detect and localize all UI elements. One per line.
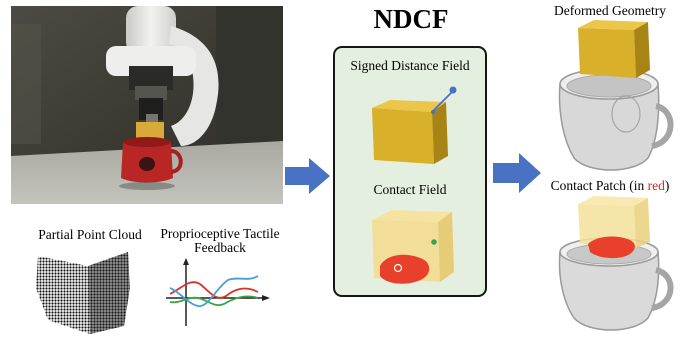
contact-field-label: Contact Field	[373, 182, 447, 197]
contact-cube2-top	[578, 196, 648, 206]
sdf-cube-front	[372, 108, 434, 164]
contact-cube2-front	[578, 204, 636, 248]
proprioceptive-label-line1: Proprioceptive Tactile	[160, 226, 280, 241]
contact-patch-image	[548, 194, 676, 338]
sdf-cube-side	[432, 102, 448, 164]
deformed-cube-top	[578, 20, 648, 30]
contact-patch-label-suffix: )	[664, 178, 670, 193]
mug-body	[558, 83, 660, 171]
contact-cube2-side	[634, 198, 650, 248]
sdf-query-point	[449, 86, 457, 94]
contact-cube-top	[372, 210, 452, 222]
sdf-cube-image	[360, 82, 465, 167]
arrow-right-icon-2	[493, 153, 541, 193]
deformed-geometry-image	[548, 18, 676, 178]
tactile-plot	[162, 258, 272, 330]
plot-line-blue	[169, 275, 259, 307]
partial-point-cloud-label: Partial Point Cloud	[38, 227, 142, 242]
plot-y-arrow	[183, 258, 189, 265]
plot-line-green	[169, 295, 259, 306]
mug2-body	[558, 251, 660, 331]
contact-query-point	[393, 263, 403, 273]
sdf-cube-top	[372, 100, 446, 112]
contact-cube-side	[438, 212, 454, 282]
robot-photo	[11, 6, 283, 204]
contact-patch-label-red: red	[647, 178, 665, 193]
proprioceptive-label-line2: Feedback	[194, 240, 246, 255]
proprioceptive-tactile-label: Proprioceptive Tactile Feedback	[155, 227, 285, 255]
contact-patch	[380, 254, 430, 284]
point-cloud-image	[30, 248, 140, 338]
signed-distance-field-label: Signed Distance Field	[350, 58, 470, 73]
arrow-right-icon	[285, 158, 330, 194]
plot-x-arrow	[262, 295, 270, 301]
ndcf-title: NDCF	[373, 4, 449, 34]
mug-handle	[651, 103, 674, 149]
deformed-geometry-label: Deformed Geometry	[553, 3, 667, 18]
deformed-cube-front	[578, 28, 636, 78]
mug2-handle	[651, 267, 674, 311]
contact-patch-label: Contact Patch (in red)	[538, 178, 682, 194]
contact-patch-label-prefix: Contact Patch (in	[550, 178, 648, 193]
contact-field-cube-image	[362, 202, 467, 290]
deformed-cube-side	[634, 22, 650, 78]
sdf-query-line	[431, 91, 453, 113]
contact-patch-red	[588, 236, 635, 259]
noncontact-query-point	[431, 239, 437, 245]
